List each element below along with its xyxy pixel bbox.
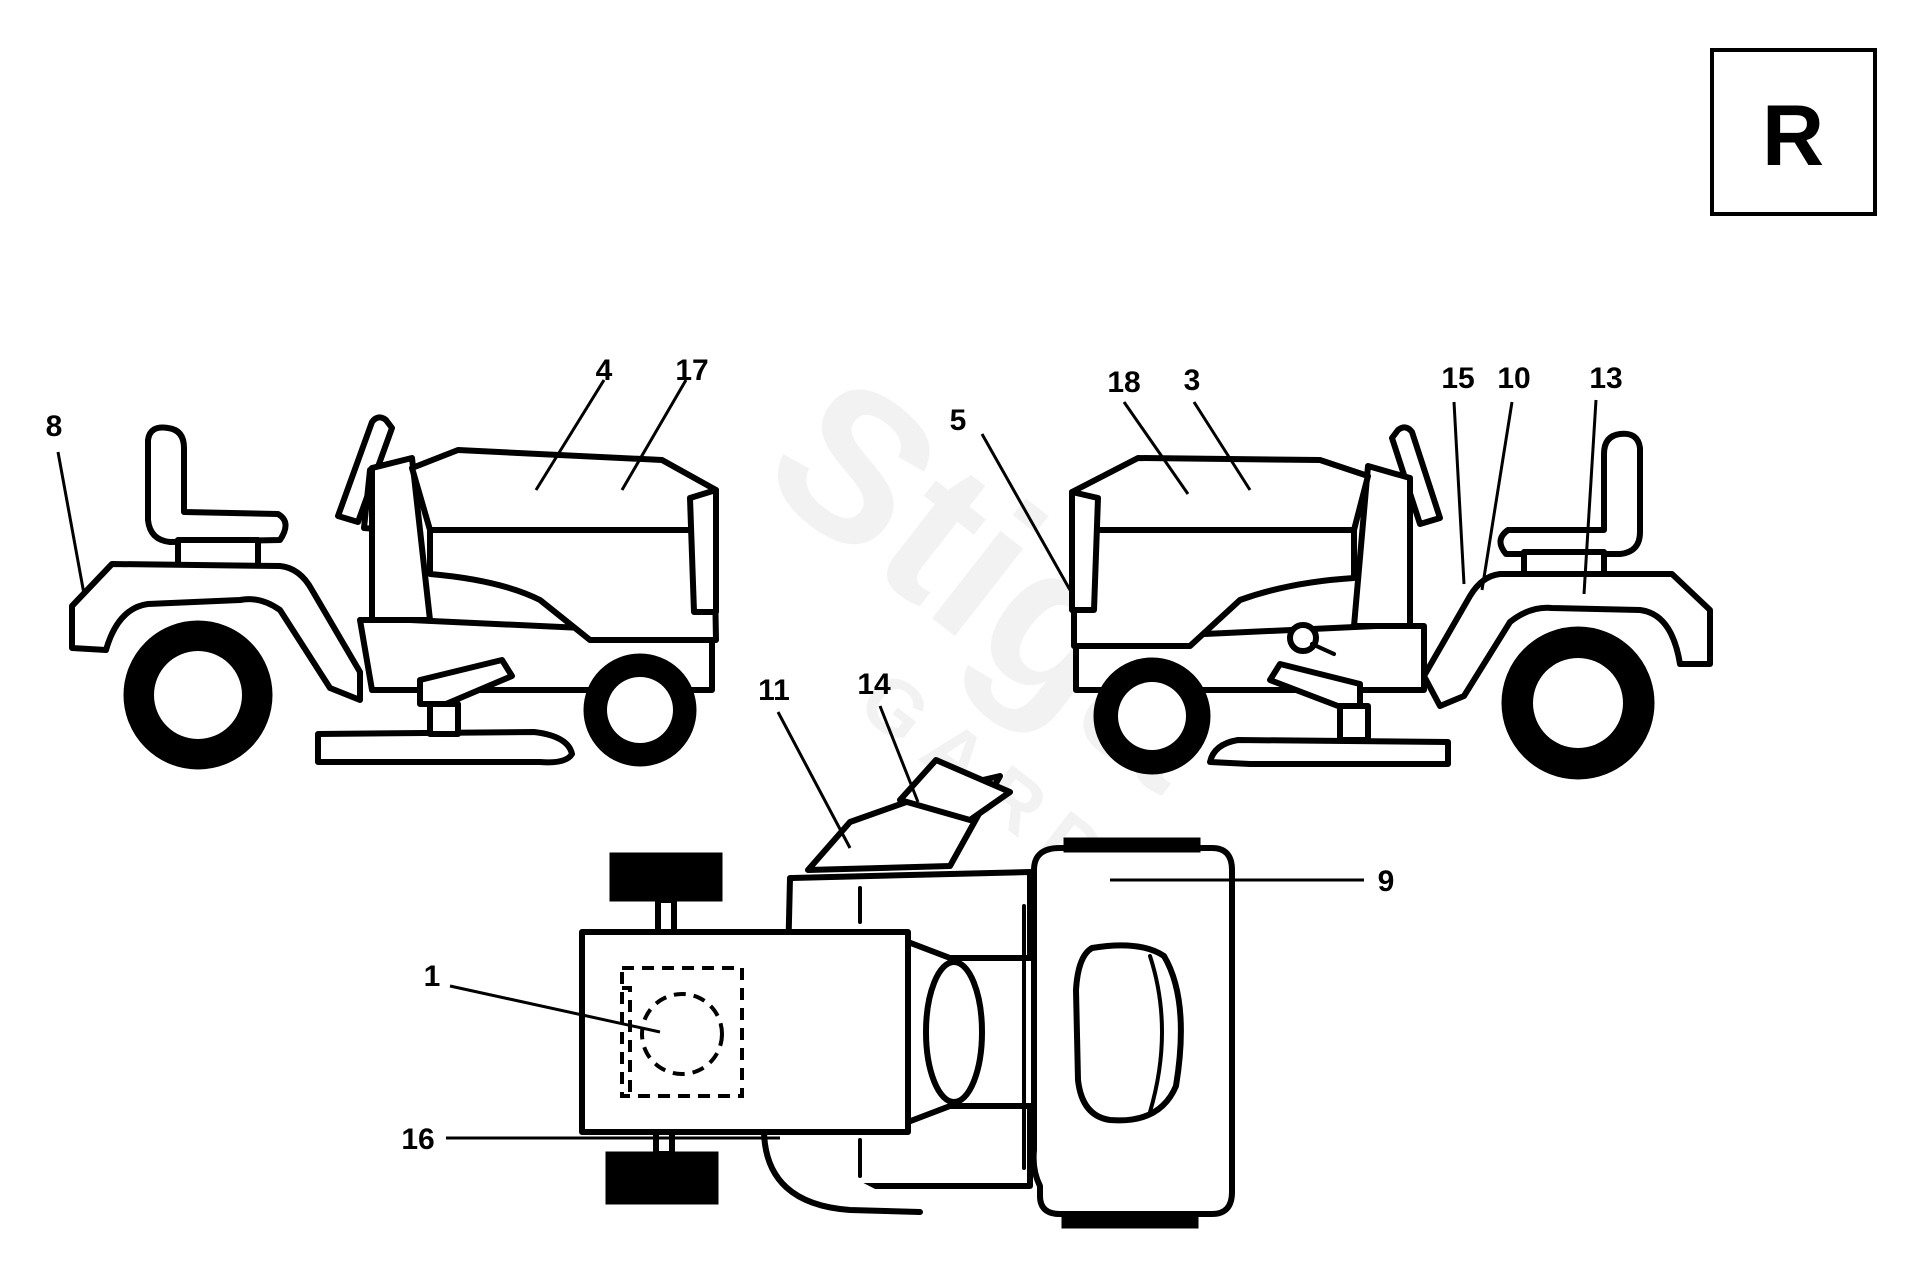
steering-wheel-left	[335, 414, 395, 525]
hood-side-right	[1071, 527, 1357, 649]
leader-11	[776, 711, 852, 849]
leader-13	[1582, 399, 1598, 595]
front-hub-left	[607, 677, 673, 743]
callout-10: 10	[1497, 362, 1530, 395]
rear-hub-right	[1533, 658, 1623, 748]
front-wheel-top-lower	[605, 1151, 719, 1205]
engine-outline-top	[620, 966, 744, 1098]
hood-top-left	[409, 447, 719, 533]
mower-deck-right	[1207, 737, 1451, 767]
dash-pedestal-right	[1351, 463, 1413, 629]
callout-8: 8	[46, 410, 63, 443]
leader-5	[980, 433, 1072, 591]
deck-hanger-right	[1337, 703, 1371, 743]
sheet-badge-frame	[1710, 48, 1877, 216]
leader-4	[534, 379, 606, 491]
leader-10	[1480, 401, 1514, 591]
sheet-badge: R	[1710, 48, 1877, 216]
callout-13: 13	[1589, 362, 1622, 395]
tractor-right-side-view	[1069, 424, 1713, 780]
callout-numbers: 8 4 17 5 18 3 15 10 13 11 14 9 1 16	[46, 354, 1623, 1156]
front-wheel-top-upper	[609, 852, 723, 902]
front-axle-top-upper	[655, 897, 677, 935]
callout-14: 14	[857, 668, 891, 701]
fuel-cap-handle-right	[1310, 642, 1336, 656]
tractor-left-side-view	[69, 414, 719, 770]
seat-back-top-view	[1148, 954, 1164, 1114]
callout-15: 15	[1441, 362, 1474, 395]
callout-5: 5	[950, 404, 967, 437]
seat-top-view	[1073, 942, 1184, 1124]
callout-leaders	[56, 379, 1598, 1140]
sheet-badge-letter: R	[1762, 88, 1824, 184]
leader-3	[1192, 401, 1252, 491]
seat-right	[1497, 430, 1643, 557]
tractor-top-view	[579, 757, 1235, 1229]
leader-8	[56, 451, 86, 595]
grille-right	[1069, 489, 1101, 613]
leader-14	[878, 705, 920, 803]
engine-air-filter-top	[640, 992, 724, 1076]
hood-side-left	[427, 527, 719, 643]
leader-1	[449, 984, 661, 1034]
foot-pedal-right	[1267, 661, 1363, 709]
deck-hanger-left	[427, 701, 461, 737]
steering-wheel-right	[1389, 424, 1443, 527]
leader-18	[1122, 401, 1190, 495]
callout-9: 9	[1378, 865, 1395, 898]
callout-4: 4	[596, 354, 613, 387]
front-hub-right	[1118, 682, 1186, 750]
leader-17	[620, 379, 688, 491]
callout-1: 1	[424, 960, 441, 993]
deck-curve-top	[761, 1129, 923, 1215]
grille-left	[687, 487, 719, 615]
engine-offset-top	[622, 986, 632, 1092]
dash-pedestal-left	[369, 455, 433, 623]
chute-flap-top	[897, 757, 1013, 823]
callout-16: 16	[401, 1123, 434, 1156]
hood-top-right	[1069, 455, 1371, 533]
foot-pedal-left	[417, 657, 515, 707]
leader-15	[1452, 401, 1466, 585]
callout-11: 11	[758, 674, 790, 707]
seat-left	[145, 424, 289, 545]
callout-18: 18	[1107, 366, 1140, 399]
callout-17: 17	[675, 354, 708, 387]
rear-fender-right	[1421, 571, 1713, 709]
hood-top-view	[579, 929, 911, 1135]
rear-wheel-top-upper	[1063, 837, 1201, 853]
steering-wheel-top	[923, 959, 985, 1105]
callout-3: 3	[1184, 364, 1201, 397]
rear-wheel-top-lower	[1061, 1213, 1199, 1229]
rear-hub-left	[154, 651, 242, 739]
rear-fender-left	[69, 561, 363, 703]
fuel-cap-right	[1287, 622, 1319, 654]
mower-deck-left	[315, 729, 575, 766]
